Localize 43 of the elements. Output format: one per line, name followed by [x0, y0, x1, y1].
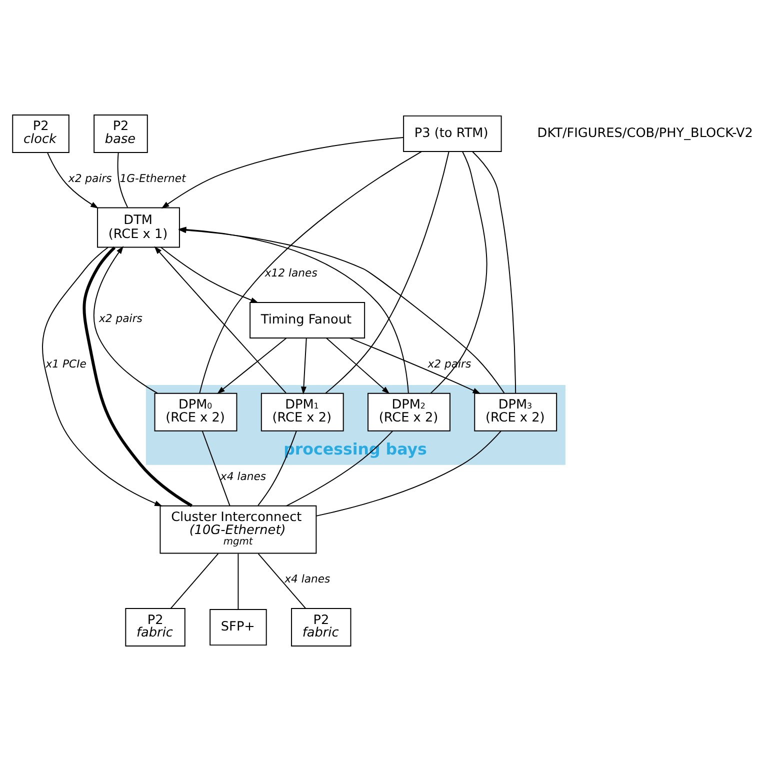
node-box: DPM0 (RCE x 2)	[154, 392, 238, 432]
node-box: P2 clock	[12, 114, 70, 153]
node-box: SFP+	[210, 609, 267, 646]
edge-label: x4 lanes	[284, 572, 330, 586]
label: DKT/FIGURES/COB/PHY_BLOCK-V2	[537, 126, 753, 142]
node-box: Timing Fanout	[250, 302, 366, 339]
arrow	[349, 338, 481, 394]
arrow	[47, 152, 98, 208]
node-box: P2 fabric	[125, 608, 186, 647]
arrow	[217, 338, 287, 394]
connector	[258, 430, 297, 506]
connector	[170, 553, 219, 609]
connector	[202, 430, 230, 506]
node-box: Cluster Interconnect (10G-Ethernet) mgmt	[160, 505, 317, 554]
connector	[430, 151, 488, 394]
connector	[238, 553, 239, 610]
node-box: DPM3 (RCE x 2)	[474, 392, 558, 432]
node-box: DPM1 (RCE x 2)	[260, 392, 344, 432]
node-box: DTM (RCE x 1)	[97, 207, 180, 248]
edge-label: x4 lanes	[220, 470, 266, 484]
arrow	[93, 246, 158, 394]
connector	[199, 151, 422, 394]
arrow	[154, 246, 286, 394]
arrow	[326, 338, 390, 394]
edge-label: x2 pairs	[68, 172, 112, 185]
node-box: P2 fabric	[291, 608, 352, 647]
connector	[117, 152, 128, 208]
edge-label: x12 lanes	[264, 266, 318, 280]
node-box: DPM2 (RCE x 2)	[368, 392, 450, 432]
arrow	[161, 137, 404, 209]
connector	[325, 151, 450, 394]
connector	[316, 430, 502, 516]
edge-label: x1 PCIe	[46, 357, 86, 370]
edge-label: 1G-Ethernet	[120, 172, 186, 185]
arrow	[160, 246, 259, 303]
arrow	[42, 246, 163, 506]
edge-label: x2 pairs	[99, 312, 142, 326]
connector	[258, 553, 306, 609]
arrow	[300, 338, 307, 395]
connector	[82, 246, 192, 508]
connector	[472, 151, 516, 394]
node-box: P2 base	[94, 114, 148, 153]
node-box: P3 (to RTM)	[403, 115, 502, 152]
